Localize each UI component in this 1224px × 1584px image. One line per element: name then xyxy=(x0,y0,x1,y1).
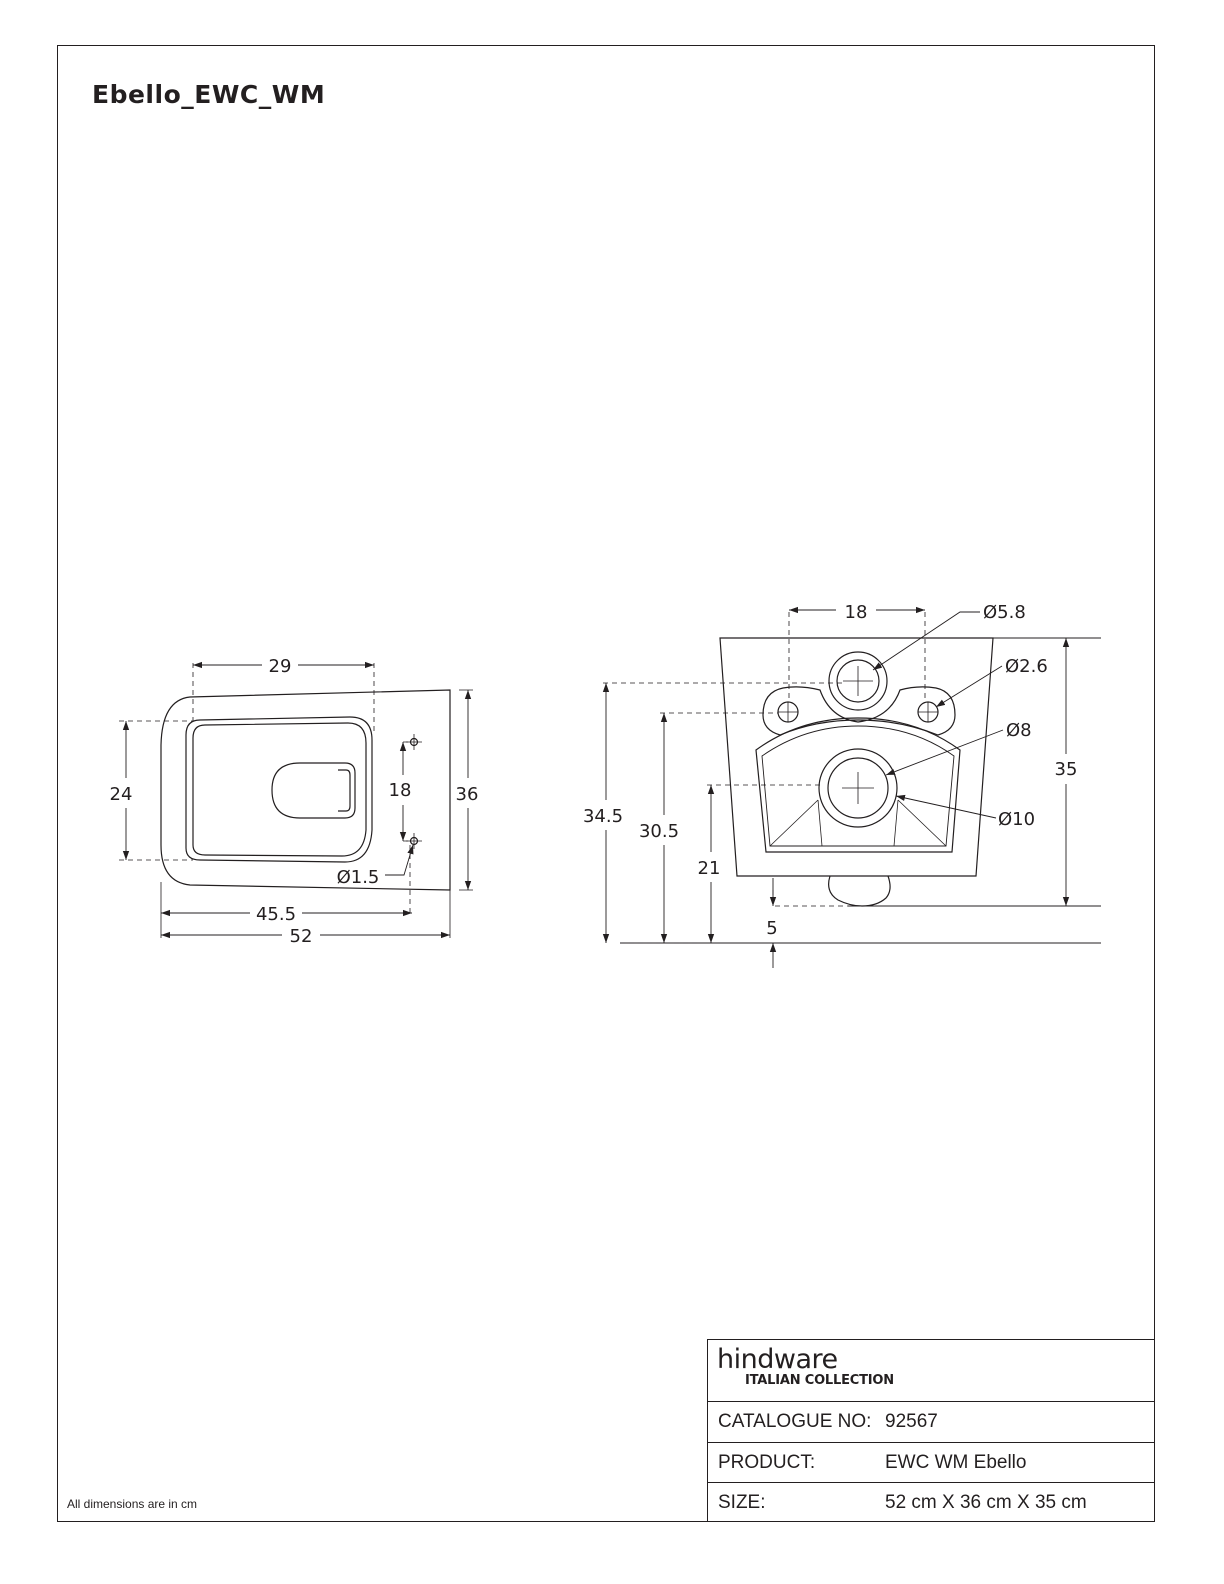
dim-label-hole-dia: Ø1.5 xyxy=(337,867,380,888)
top-view-bowl-opening-inner xyxy=(338,769,351,812)
top-view-extension-lines xyxy=(119,663,411,916)
leader-dia-8 xyxy=(885,729,1004,776)
top-view-seat-outer xyxy=(185,716,373,863)
dim-label-18-holes: 18 xyxy=(389,780,412,801)
top-view-labels: 29 24 18 36 Ø1.5 45.5 52 xyxy=(110,656,479,947)
top-view-extension-lines-solid xyxy=(160,689,473,938)
dim-label-35: 35 xyxy=(1055,759,1078,780)
title-block-row-size: SIZE: 52 cm X 36 cm X 35 cm xyxy=(708,1482,1154,1521)
dim-label-5: 5 xyxy=(766,918,777,939)
brand-logo: hindware ITALIAN COLLECTION xyxy=(717,1344,894,1389)
size-label: SIZE: xyxy=(718,1492,766,1513)
dim-label-dia-5-8: Ø5.8 xyxy=(983,602,1026,623)
catalogue-value: 92567 xyxy=(885,1411,938,1432)
rear-view-outlet-cavity xyxy=(755,717,961,853)
leader-dia-2-6 xyxy=(935,665,1003,708)
drawing-sheet-border xyxy=(57,45,1155,1522)
rear-view-outline xyxy=(719,637,994,877)
dim-label-18-bolts: 18 xyxy=(845,602,868,623)
drawing-title: Ebello_EWC_WM xyxy=(92,80,326,109)
dim-label-dia-10: Ø10 xyxy=(998,809,1035,830)
dim-label-30-5: 30.5 xyxy=(639,821,679,842)
brand-name: hindware xyxy=(717,1344,838,1375)
title-block-row-catalogue: CATALOGUE NO: 92567 xyxy=(708,1401,1154,1442)
dim-label-36: 36 xyxy=(456,784,479,805)
product-value: EWC WM Ebello xyxy=(885,1452,1027,1473)
rear-view xyxy=(602,606,1101,968)
title-block: hindware ITALIAN COLLECTION CATALOGUE NO… xyxy=(707,1339,1155,1522)
product-label: PRODUCT: xyxy=(718,1452,816,1473)
mounting-hole-crosshair xyxy=(406,734,422,849)
dim-label-52: 52 xyxy=(290,926,313,947)
rear-view-center-marks xyxy=(778,666,938,804)
top-view-outline xyxy=(160,689,451,891)
top-view-bowl-opening xyxy=(271,762,356,819)
dimension-units-note: All dimensions are in cm xyxy=(67,1497,198,1511)
dim-label-45-5: 45.5 xyxy=(256,904,296,925)
title-block-row-product: PRODUCT: EWC WM Ebello xyxy=(708,1442,1154,1482)
water-inlet-inner xyxy=(836,659,880,703)
brand-subtitle: ITALIAN COLLECTION xyxy=(745,1373,894,1388)
catalogue-label: CATALOGUE NO: xyxy=(718,1411,872,1432)
dim-label-dia-2-6: Ø2.6 xyxy=(1005,656,1048,677)
rear-view-cavity-diagonals xyxy=(769,799,947,847)
dim-label-34-5: 34.5 xyxy=(583,806,623,827)
dim-label-dia-8: Ø8 xyxy=(1006,720,1032,741)
rear-view-extension-lines xyxy=(603,612,926,944)
dim-label-21: 21 xyxy=(698,858,721,879)
dim-label-29: 29 xyxy=(269,656,292,677)
rear-view-bolt-plate xyxy=(762,686,956,736)
top-view xyxy=(119,661,473,939)
size-value: 52 cm X 36 cm X 35 cm xyxy=(885,1492,1087,1513)
leader-dia-10 xyxy=(895,794,997,819)
leader-dia-5-8 xyxy=(872,611,980,671)
hole-dia-leader xyxy=(385,844,414,876)
outlet-inner xyxy=(827,757,889,819)
outlet-outer xyxy=(818,748,898,828)
rear-view-labels: 18 Ø5.8 Ø2.6 Ø8 Ø10 35 34.5 30.5 21 5 xyxy=(583,602,1077,939)
rear-view-foot xyxy=(828,875,891,907)
water-inlet-outer xyxy=(828,651,888,711)
dim-label-24: 24 xyxy=(110,784,133,805)
top-view-seat-inner xyxy=(192,722,367,857)
